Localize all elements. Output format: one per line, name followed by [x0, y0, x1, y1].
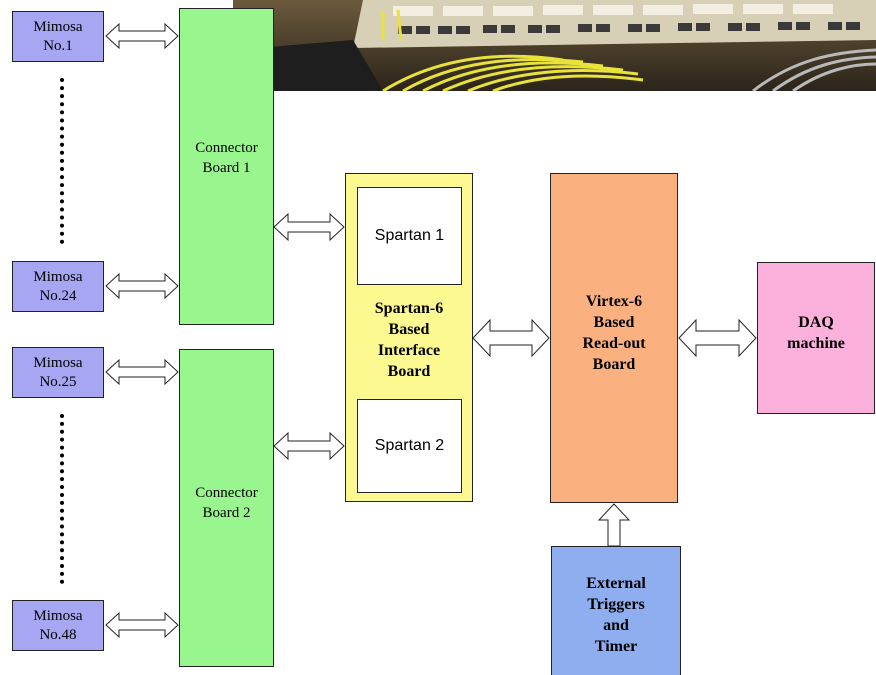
mimosa-no1-label: Mimosa — [33, 18, 83, 35]
interface-label-line3: Interface — [377, 341, 441, 359]
network-switch-photo — [233, 0, 876, 91]
external-triggers-box: External Triggers and Timer — [551, 546, 681, 675]
mimosa-no1-number: No.1 — [43, 37, 73, 54]
spartan-1-chip: Spartan 1 — [357, 187, 462, 285]
interface-label-line4: Board — [387, 362, 431, 380]
daq-label-line1: DAQ — [798, 314, 834, 331]
mimosa-no24-number: No.24 — [39, 287, 77, 304]
interface-label-line1: Spartan-6 — [374, 299, 444, 317]
arrow-mimosa25-connector2 — [105, 358, 179, 386]
arrow-readout-daq — [678, 318, 757, 358]
daq-machine-box: DAQ machine — [757, 262, 875, 414]
arrow-external-readout — [597, 503, 631, 547]
mimosa-no25-number: No.25 — [39, 373, 77, 390]
mimosa-no48-number: No.48 — [39, 626, 77, 643]
connector-board-1-line2: Board 1 — [202, 160, 251, 176]
virtex6-readout-board: Virtex-6 Based Read-out Board — [550, 173, 678, 503]
arrow-interface-readout — [472, 318, 550, 358]
spartan-1-label: Spartan 1 — [374, 227, 445, 244]
spartan-2-label: Spartan 2 — [374, 437, 445, 454]
arrow-connector1-spartan1 — [273, 212, 345, 242]
ellipsis-dots-upper — [60, 78, 64, 244]
readout-label-line3: Read-out — [582, 335, 646, 352]
arrow-mimosa1-connector1 — [105, 22, 179, 50]
photo-illustration — [233, 0, 876, 91]
spartan-2-chip: Spartan 2 — [357, 399, 462, 493]
interface-label-line2: Based — [388, 320, 430, 338]
arrow-mimosa48-connector2 — [105, 611, 179, 639]
external-label-line4: Timer — [594, 638, 638, 655]
external-label-line1: External — [586, 575, 646, 592]
connector-board-2-line2: Board 2 — [202, 505, 251, 521]
connector-board-1-line1: Connector — [195, 140, 258, 156]
ellipsis-dots-lower — [60, 414, 64, 584]
external-label-line2: Triggers — [587, 596, 645, 613]
readout-label-line2: Based — [593, 314, 635, 331]
readout-label-line1: Virtex-6 — [585, 293, 643, 310]
mimosa-no25-label: Mimosa — [33, 354, 83, 371]
arrow-mimosa24-connector1 — [105, 272, 179, 300]
mimosa-no48-label: Mimosa — [33, 607, 83, 624]
connector-board-2-line1: Connector — [195, 485, 258, 501]
external-label-line3: and — [603, 617, 629, 634]
arrow-connector2-spartan2 — [273, 431, 345, 461]
daq-label-line2: machine — [787, 335, 845, 352]
mimosa-no24-label: Mimosa — [33, 268, 83, 285]
readout-label-line4: Board — [592, 356, 636, 373]
